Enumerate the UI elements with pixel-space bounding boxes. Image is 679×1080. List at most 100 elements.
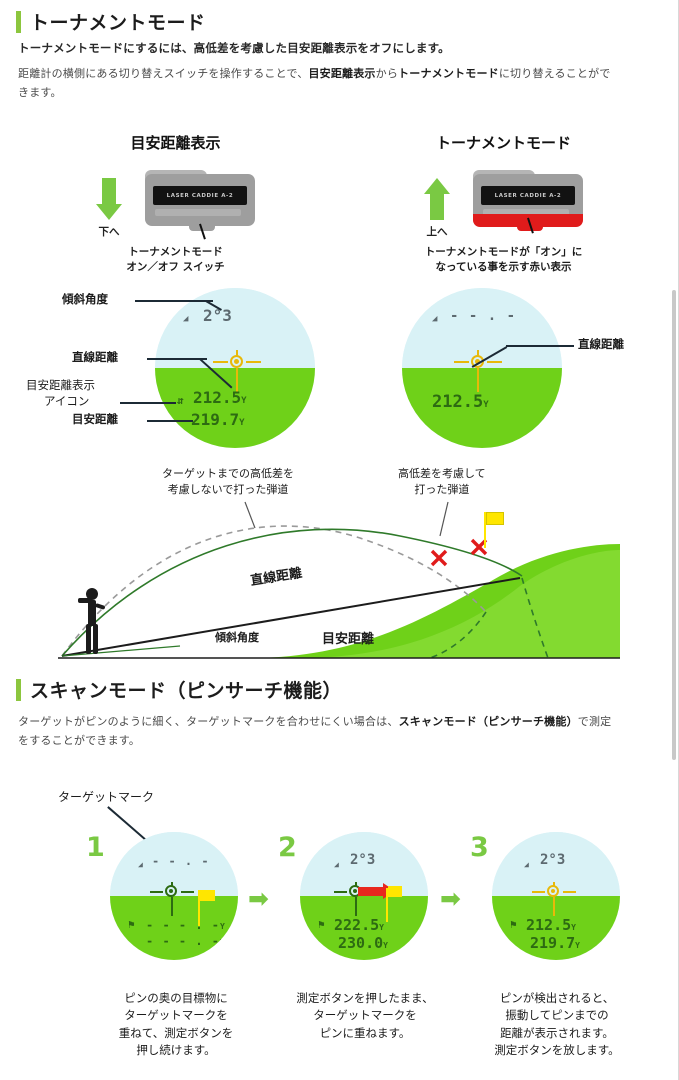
body-emph-1: 目安距離表示 [308, 67, 376, 80]
device-note-normal: トーナメントモード オン／オフ スイッチ [51, 245, 301, 275]
switch-direction-indicator-down: 下へ [86, 166, 132, 239]
leader-reference-distance [147, 420, 193, 422]
scope-angle-value: 2°3 [350, 852, 376, 868]
unit: Y [571, 923, 576, 932]
caption-line: ピンが検出されると、 [499, 991, 615, 1005]
step-number-1: 1 [86, 832, 105, 863]
caption-line: 押し続けます。 [136, 1042, 216, 1057]
flag-cloth [486, 512, 504, 525]
unit: Y [383, 941, 388, 950]
step-arrow-1-to-2: ➡ [248, 884, 269, 913]
step-arrow-2-to-3: ➡ [440, 884, 461, 913]
pin-icon: ⚑ [318, 918, 325, 931]
flag-pole [198, 890, 200, 926]
body-emph-1: スキャンモード（ピンサーチ機能） [398, 715, 578, 728]
leader-straight-distance [147, 358, 207, 360]
scope-angle-value: - - . - [152, 854, 210, 868]
angle-icon: ◢ [432, 314, 438, 324]
impact-marker-no-slope [430, 549, 448, 567]
trajectory-label-with-slope: 高低差を考慮して 打った弾道 [398, 466, 486, 498]
unit: Y [239, 418, 245, 428]
unit: Y [379, 923, 384, 932]
body-part-3: をすることができます。 [18, 734, 141, 748]
scope-view-step-1: ◢ - - . - ⚑ - - - . -Y - - - . -Y [110, 832, 238, 960]
angle-icon: ◢ [524, 860, 529, 869]
pin-icon: ⚑ [510, 918, 517, 931]
step-distance-main: - - - . -Y [146, 918, 226, 932]
label-reference-icon-line1: 目安距離表示 [26, 378, 95, 392]
arrow-down-icon [96, 204, 122, 220]
angle-icon: ◢ [138, 860, 143, 869]
caption-line: 距離が表示されます。 [500, 1025, 614, 1040]
scope-view-tournament-mode: ◢ - - . - 212.5Y [402, 288, 562, 448]
caption-line: 重ねて、測定ボタンを [118, 1025, 234, 1040]
line1: 高低差を考慮して [398, 467, 486, 480]
device-note-tournament: トーナメントモードが「オン」に なっている事を示す赤い表示 [379, 245, 629, 275]
heading-text: スキャンモード（ピンサーチ機能） [30, 680, 343, 702]
unit: Y [220, 938, 226, 947]
section-heading-scan: スキャンモード（ピンサーチ機能） [16, 676, 342, 703]
step-distance-sub: 219.7Y [530, 934, 580, 952]
target-mark-reticle [213, 350, 261, 392]
heading-accent-bar [16, 10, 21, 33]
golfer-silhouette [78, 588, 105, 654]
scope-angle-value: - - . - [450, 308, 517, 324]
device-note-line2: オン／オフ スイッチ [126, 261, 225, 274]
scope-view-reference-mode: ◢ 2°3 ⇵ 212.5Y 219.7Y [155, 288, 315, 448]
switch-direction-indicator-up: 上へ [414, 166, 460, 239]
device-note-line2: なっている事を示す赤い表示 [435, 261, 572, 274]
impact-marker-with-slope [470, 538, 488, 556]
unit: Y [483, 400, 489, 410]
rangefinder-device-tournament: LASER CADDIE A-2 [465, 166, 593, 238]
device-card-tournament: トーナメントモード 上へ LASER CADDIE A-2 [379, 132, 629, 275]
label-straight-distance: 直線距離 [72, 350, 118, 364]
heading-text: トーナメントモード [30, 12, 206, 34]
device-title: 目安距離表示 [130, 134, 221, 152]
caption-line: 振動してピンまでの [505, 1008, 609, 1023]
device-brand-text: LASER CADDIE A-2 [166, 192, 234, 199]
device-note-line1: トーナメントモード [128, 246, 223, 258]
scope-straight-distance: 212.5Y [193, 388, 247, 407]
tournament-body-text: 距離計の横側にある切り替えスイッチを操作することで、目安距離表示からトーナメント… [18, 64, 663, 103]
caption-line: ピンに重ねます。 [319, 1025, 411, 1040]
target-mark-reticle [454, 350, 502, 392]
value: 222.5 [334, 916, 380, 934]
body-part-3: に切り替えることがで [498, 67, 611, 80]
device-brand-plate: LASER CADDIE A-2 [481, 186, 575, 205]
step-caption-3: ピンが検出されると、 振動してピンまでの 距離が表示されます。 測定ボタンを放し… [468, 990, 646, 1059]
unit: Y [241, 396, 247, 406]
device-comparison-row: 目安距離表示 下へ LASER CADDIE A-2 [0, 132, 679, 275]
flag-pole [386, 888, 388, 922]
value: - - - . - [146, 934, 221, 948]
caption-line: ターゲットマークを [313, 1008, 417, 1023]
caption-line: 測定ボタンを押したまま、 [296, 991, 434, 1005]
unit: Y [220, 922, 226, 931]
line1: ターゲットまでの高低差を [162, 467, 294, 480]
step-distance-sub: 230.0Y [338, 934, 388, 952]
label-slope-angle: 傾斜角度 [62, 292, 108, 306]
label-straight-distance-right: 直線距離 [578, 337, 624, 351]
trajectory-svg [58, 501, 620, 659]
scan-body-text: ターゲットがピンのように細く、ターゲットマークを合わせにくい場合は、スキャンモー… [18, 712, 666, 751]
caption-line: ターゲットマークを [124, 1008, 228, 1023]
flag-pole [484, 512, 486, 548]
line2: 打った弾道 [414, 482, 470, 496]
scope-angle-value: 2°3 [203, 306, 232, 325]
label-reference-distance: 目安距離 [72, 412, 118, 426]
target-mark-reticle [532, 882, 576, 916]
step-number-2: 2 [278, 832, 297, 863]
device-brand-plate: LASER CADDIE A-2 [153, 186, 247, 205]
step-distance-main: 222.5Y [334, 916, 384, 934]
device-brand-text: LASER CADDIE A-2 [494, 192, 562, 199]
step-caption-2: 測定ボタンを押したまま、 ターゲットマークを ピンに重ねます。 [280, 990, 450, 1042]
page-scrollbar[interactable] [672, 290, 676, 760]
arrow-label: 下へ [98, 226, 120, 238]
body-part-1: 距離計の横側にある切り替えスイッチを操作することで、 [18, 67, 309, 80]
step-distance-main: 212.5Y [526, 916, 576, 934]
unit: Y [575, 941, 580, 950]
angle-icon: ◢ [334, 860, 339, 869]
scope-view-step-3: ◢ 2°3 ⚑ 212.5Y 219.7Y [492, 832, 620, 960]
trajectory-solid-with-slope [61, 528, 523, 657]
flag-cloth [200, 890, 215, 901]
